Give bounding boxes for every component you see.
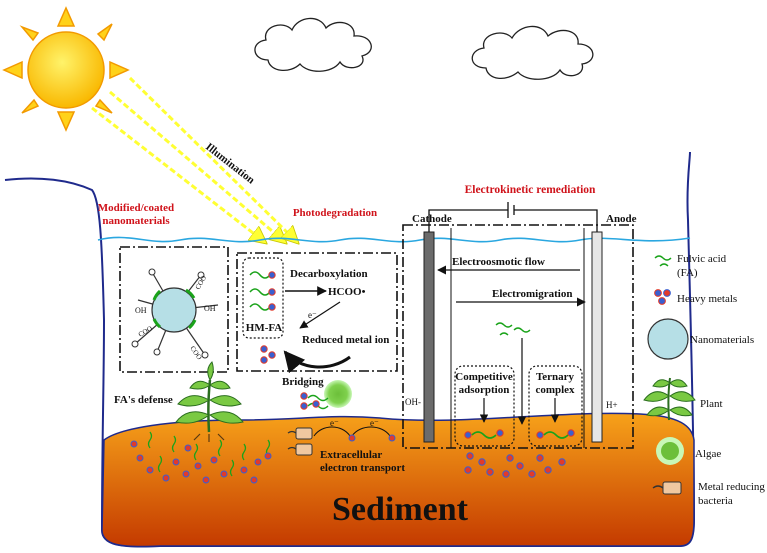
ternary-complex-box bbox=[528, 365, 583, 447]
bridging-complex bbox=[300, 380, 352, 410]
electron-arrow-photo bbox=[299, 301, 341, 329]
electroosmotic-flow-label: Electroosmotic flow bbox=[452, 256, 545, 268]
cloud-right-icon bbox=[471, 25, 594, 80]
legend-bacteria-icon bbox=[652, 481, 682, 495]
nanomaterial-box bbox=[119, 246, 229, 373]
ternary-complex-label-2: complex bbox=[535, 384, 575, 396]
electron-label-ext-1: e⁻ bbox=[330, 418, 339, 428]
legend-plant-label: Plant bbox=[700, 398, 723, 410]
electron-transfer-arcs bbox=[313, 426, 391, 437]
coo-label-3: COO bbox=[188, 345, 203, 362]
legend-nanomaterials-label: Nanomaterials bbox=[690, 334, 754, 346]
fa-molecules-electrokinetic bbox=[495, 322, 531, 336]
cloud-left-icon bbox=[254, 17, 372, 72]
bridging-label: Bridging bbox=[282, 376, 324, 388]
electron-label-photo: e⁻ bbox=[308, 310, 317, 320]
legend-fa-icon bbox=[654, 255, 672, 267]
electron-transfer-metals bbox=[348, 434, 396, 442]
hm-fa-complex bbox=[249, 271, 276, 311]
decarboxylation-label: Decarboxylation bbox=[290, 268, 368, 280]
oh-label-right: OH bbox=[204, 304, 216, 313]
coo-label-2: COO bbox=[137, 324, 154, 338]
photodegradation-label: Photodegradation bbox=[293, 207, 377, 219]
photodegradation-box bbox=[236, 252, 398, 372]
modified-nanomaterials-label-1: Modified/coated bbox=[98, 202, 174, 214]
reduced-metal-icons bbox=[260, 345, 276, 364]
competitive-adsorption-label-2: adsorption bbox=[459, 384, 510, 396]
hm-fa-box bbox=[242, 257, 284, 339]
modified-nanomaterials-label-2: nanomaterials bbox=[102, 215, 170, 227]
cathode-electrode bbox=[423, 231, 435, 443]
extracellular-label-2: electron transport bbox=[320, 462, 405, 474]
cathode-label: Cathode bbox=[412, 213, 452, 225]
modified-nanomaterial-particle bbox=[131, 268, 219, 359]
reduced-metal-ion-label: Reduced metal ion bbox=[302, 334, 389, 346]
h-plus-label: H+ bbox=[606, 400, 618, 410]
legend-bacteria-label-2: bacteria bbox=[698, 495, 733, 507]
legend-heavy-metals-label: Heavy metals bbox=[677, 293, 737, 305]
legend-fa-label-1: Fulvic acid bbox=[677, 253, 727, 265]
fas-defense-label: FA's defense bbox=[114, 394, 173, 406]
extracellular-label-1: Extracellular bbox=[320, 449, 382, 461]
oh-minus-label: OH- bbox=[405, 397, 421, 407]
bacteria-scene bbox=[287, 427, 313, 456]
legend-algae-label: Algae bbox=[695, 448, 721, 460]
electron-label-ext-2: e⁻ bbox=[370, 418, 379, 428]
ternary-complex-icon bbox=[536, 429, 575, 439]
illumination-label: Illumination bbox=[203, 141, 257, 187]
anode-label: Anode bbox=[606, 213, 637, 225]
competitive-complex-icon bbox=[464, 429, 504, 439]
legend-fa-label-2: (FA) bbox=[677, 267, 698, 279]
legend-heavy-metals-icon bbox=[654, 289, 671, 305]
electromigration-label: Electromigration bbox=[492, 288, 572, 300]
electrokinetic-box bbox=[402, 224, 634, 449]
water-surface-line bbox=[97, 236, 691, 243]
legend: Fulvic acid (FA) Heavy metals Nanomateri… bbox=[643, 253, 765, 507]
sun-icon bbox=[2, 6, 130, 132]
competitive-adsorption-box bbox=[454, 365, 515, 447]
heavy-metals-in-sediment bbox=[130, 440, 272, 484]
reduction-arrow bbox=[283, 350, 351, 374]
hcoo-label: HCOO• bbox=[328, 286, 366, 298]
coo-label-1: COO bbox=[194, 274, 208, 291]
legend-plant-icon bbox=[643, 377, 696, 421]
legend-nanomaterials-icon bbox=[647, 318, 689, 360]
sediment-label: Sediment bbox=[332, 491, 469, 528]
oh-label-left: OH bbox=[135, 306, 147, 315]
legend-algae-icon bbox=[656, 437, 684, 465]
plant-icon-scene bbox=[175, 361, 244, 442]
competitive-adsorption-label-1: Competitive bbox=[455, 371, 513, 383]
legend-bacteria-label-1: Metal reducing bbox=[698, 481, 765, 493]
electrokinetic-remediation-label: Electrokinetic remediation bbox=[465, 184, 596, 196]
electrokinetic-circuit bbox=[428, 202, 598, 232]
hm-fa-label: HM-FA bbox=[246, 322, 283, 334]
anode-electrode bbox=[591, 231, 603, 443]
fa-in-sediment bbox=[147, 431, 271, 477]
ternary-complex-label-1: Ternary bbox=[536, 371, 575, 383]
illumination-rays bbox=[91, 76, 298, 243]
heavy-metal-cluster-sediment-right bbox=[464, 452, 566, 478]
